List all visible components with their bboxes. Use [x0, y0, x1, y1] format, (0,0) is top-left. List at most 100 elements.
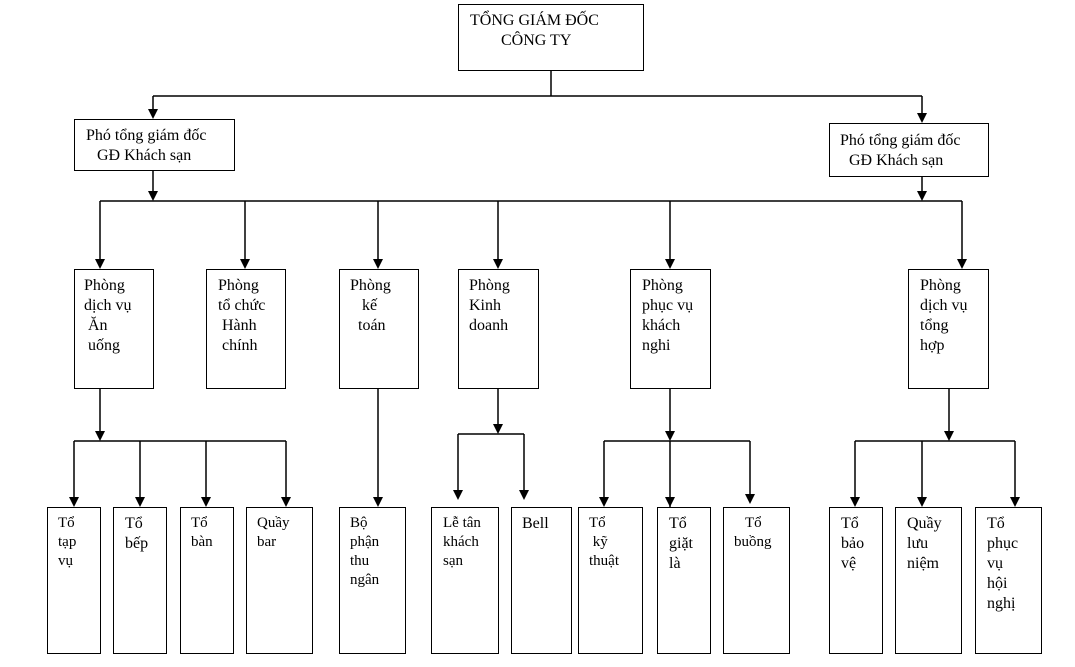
arrowhead-icon — [373, 497, 383, 507]
dept-guest-service-box: Phòng phục vụ khách nghi — [630, 269, 711, 389]
dept-line: toán — [350, 317, 386, 334]
dept-line: chính — [218, 337, 258, 354]
unit-souvenir-box: Quầy lưu niệm — [895, 507, 962, 654]
dept-line: tổng — [920, 317, 949, 334]
unit-bell-box: Bell — [511, 507, 572, 654]
arrowhead-icon — [850, 497, 860, 507]
unit-line: Tổ — [987, 515, 1005, 532]
unit-line: bảo — [841, 535, 865, 552]
unit-line: lưu — [907, 535, 929, 552]
dept-line: doanh — [469, 317, 509, 334]
unit-line: thuật — [589, 553, 619, 569]
dept-business-box: Phòng Kinh doanh — [458, 269, 539, 389]
arrowhead-icon — [665, 431, 675, 441]
vice-right-line2: GĐ Khách sạn — [849, 152, 944, 169]
unit-line: vụ — [58, 553, 73, 569]
unit-line: Bell — [522, 515, 549, 532]
arrowhead-icon — [373, 259, 383, 269]
unit-line: bếp — [125, 535, 149, 552]
dept-line: Ăn — [84, 317, 108, 334]
arrowhead-icon — [917, 191, 927, 201]
unit-line: sạn — [443, 553, 463, 569]
unit-security-box: Tổ bảo vệ — [829, 507, 883, 654]
unit-laundry-box: Tổ giặt là — [657, 507, 711, 654]
arrowhead-icon — [135, 497, 145, 507]
dept-line: Phòng — [469, 277, 510, 294]
arrowhead-icon — [453, 490, 463, 500]
unit-line: kỹ — [589, 534, 608, 550]
vice-left-line1: Phó tổng giám đốc — [86, 127, 207, 144]
unit-line: Tổ — [58, 515, 75, 531]
ceo-box: TỔNG GIÁM ĐỐC CÔNG TY — [458, 4, 644, 71]
unit-line: niệm — [907, 555, 939, 572]
arrowhead-icon — [95, 259, 105, 269]
arrowhead-icon — [240, 259, 250, 269]
dept-admin-box: Phòng tổ chức Hành chính — [206, 269, 286, 389]
vice-left-line2: GĐ Khách sạn — [97, 147, 192, 164]
arrowhead-icon — [944, 431, 954, 441]
dept-general-service-box: Phòng dịch vụ tổng hợp — [908, 269, 989, 389]
unit-line: nghị — [987, 595, 1016, 612]
dept-line: Phòng — [642, 277, 683, 294]
arrowhead-icon — [1010, 497, 1020, 507]
dept-line: dịch vụ — [84, 297, 132, 314]
dept-line: khách — [642, 317, 681, 334]
arrowhead-icon — [917, 113, 927, 123]
dept-line: hợp — [920, 337, 945, 354]
arrowhead-icon — [493, 424, 503, 434]
unit-line: bàn — [191, 534, 213, 550]
ceo-title-line1: TỔNG GIÁM ĐỐC — [470, 12, 599, 29]
unit-housekeeping-misc-box: Tổ tạp vụ — [47, 507, 101, 654]
arrowhead-icon — [281, 497, 291, 507]
unit-kitchen-box: Tổ bếp — [113, 507, 167, 654]
dept-line: Hành — [218, 317, 257, 334]
unit-line: bar — [257, 534, 277, 550]
unit-line: hội — [987, 575, 1008, 592]
arrowhead-icon — [148, 109, 158, 119]
dept-line: Phòng — [84, 277, 125, 294]
dept-line: tổ chức — [218, 297, 266, 314]
unit-line: tạp — [58, 534, 77, 550]
unit-line: khách — [443, 534, 479, 550]
unit-line: vụ — [987, 555, 1003, 572]
arrowhead-icon — [599, 497, 609, 507]
unit-line: Quầy — [907, 515, 942, 532]
unit-cashier-box: Bộ phận thu ngân — [339, 507, 406, 654]
unit-line: vệ — [841, 555, 857, 572]
unit-line: Tổ — [669, 515, 687, 532]
dept-line: phục vụ — [642, 297, 694, 314]
dept-line: Phòng — [218, 277, 259, 294]
vice-right-line1: Phó tổng giám đốc — [840, 132, 961, 149]
unit-line: thu — [350, 553, 370, 569]
unit-line: ngân — [350, 572, 380, 588]
unit-line: Tổ — [125, 515, 143, 532]
dept-line: Phòng — [920, 277, 961, 294]
unit-line: Lễ tân — [443, 515, 481, 531]
vice-director-left-box: Phó tổng giám đốc GĐ Khách sạn — [74, 119, 235, 171]
arrowhead-icon — [493, 259, 503, 269]
vice-director-right-box: Phó tổng giám đốc GĐ Khách sạn — [829, 123, 989, 177]
dept-line: Kinh — [469, 297, 501, 314]
arrowhead-icon — [957, 259, 967, 269]
unit-reception-box: Lễ tân khách sạn — [431, 507, 499, 654]
unit-line: Tổ — [841, 515, 859, 532]
unit-room-box: Tổ buồng — [723, 507, 790, 654]
dept-line: nghi — [642, 337, 671, 354]
unit-bar-box: Quầy bar — [246, 507, 313, 654]
unit-line: là — [669, 555, 681, 572]
unit-line: Quầy — [257, 515, 290, 531]
unit-line: Tổ — [589, 515, 606, 531]
unit-line: giặt — [669, 535, 693, 552]
unit-technical-box: Tổ kỹ thuật — [578, 507, 643, 654]
unit-line: Tổ — [191, 515, 208, 531]
arrowhead-icon — [665, 259, 675, 269]
unit-line: Bộ — [350, 515, 368, 531]
unit-line: phục — [987, 535, 1019, 552]
unit-conference-box: Tổ phục vụ hội nghị — [975, 507, 1042, 654]
unit-table-box: Tổ bàn — [180, 507, 234, 654]
ceo-title-line2: CÔNG TY — [501, 32, 572, 49]
dept-line: uống — [84, 337, 120, 354]
dept-line: dịch vụ — [920, 297, 968, 314]
dept-line: Phòng — [350, 277, 391, 294]
arrowhead-icon — [745, 494, 755, 504]
